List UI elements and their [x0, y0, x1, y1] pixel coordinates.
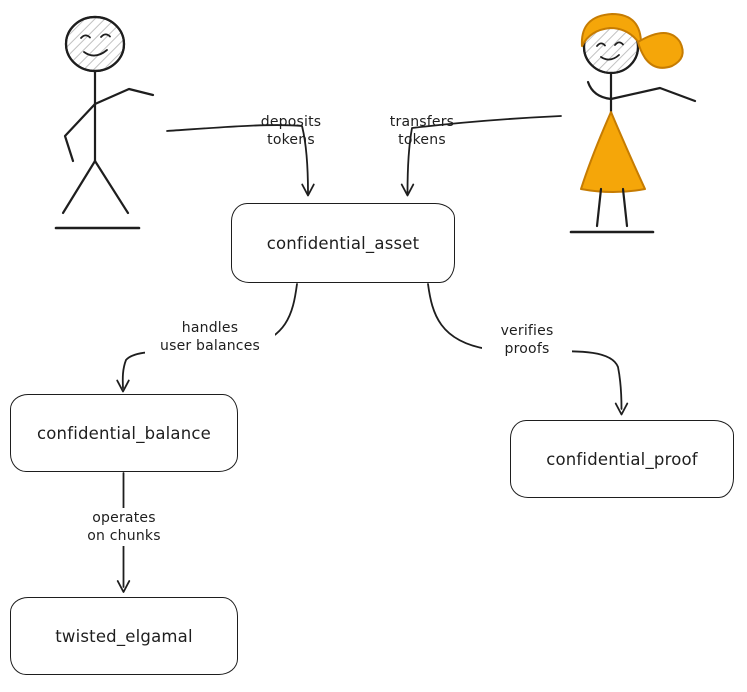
node-twisted-elgamal: twisted_elgamal [10, 597, 238, 675]
arrowhead [400, 183, 415, 197]
woman-leg-right [621, 187, 629, 228]
woman-leg-left [595, 187, 603, 228]
woman-arm-right [609, 86, 697, 103]
woman-eye-right [614, 41, 624, 46]
node-confidential-balance: confidential_balance [10, 394, 238, 472]
arrow-transfers [400, 115, 562, 197]
man-leg-right [93, 159, 130, 215]
edge-label-deposits: deposits tokens [260, 114, 322, 149]
man-leg-left [61, 159, 97, 215]
node-confidential-proof-label: confidential_proof [546, 449, 698, 469]
man-arm-right [93, 87, 155, 106]
man-smile [83, 49, 108, 57]
man-eye-left [80, 34, 91, 39]
node-twisted-elgamal-label: twisted_elgamal [55, 626, 193, 646]
node-confidential-asset-label: confidential_asset [266, 233, 420, 253]
female-stick-figure-icon [569, 13, 697, 234]
node-confidential-proof: confidential_proof [510, 420, 734, 498]
arrow-deposits [166, 124, 315, 197]
edge-label-verifies: verifies proofs [482, 321, 572, 360]
node-confidential-balance-label: confidential_balance [36, 423, 212, 443]
edge-label-handles: handles user balances [145, 318, 275, 357]
male-stick-figure-icon [54, 15, 155, 230]
woman-arm-left [586, 80, 613, 101]
woman-dress [580, 111, 646, 193]
edge-label-operates: operates on chunks [69, 508, 179, 547]
arrowhead [614, 402, 629, 416]
woman-eye-left [596, 42, 606, 47]
arrowhead [116, 580, 131, 593]
woman-ponytail [637, 32, 684, 69]
edge-label-transfers: transfers tokens [389, 114, 455, 149]
arrowhead [116, 379, 130, 393]
node-confidential-asset: confidential_asset [231, 203, 455, 283]
man-eye-right [100, 33, 111, 38]
woman-smile [600, 54, 620, 61]
man-arm-left [63, 102, 97, 163]
arrowhead [301, 183, 315, 197]
